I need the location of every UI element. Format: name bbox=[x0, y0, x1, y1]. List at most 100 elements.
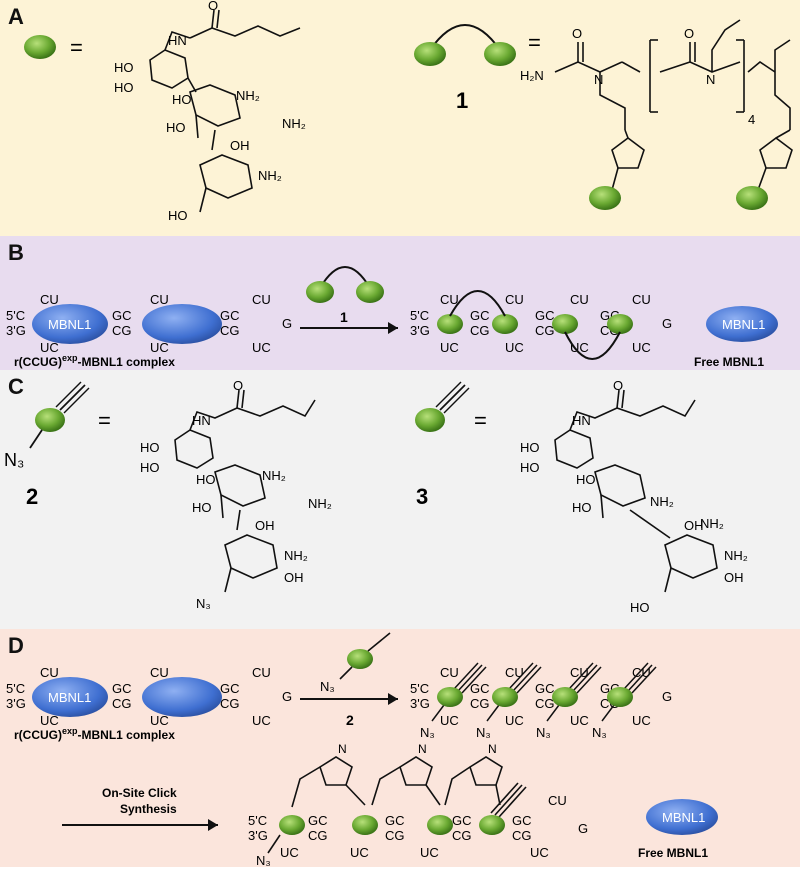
ho-label-4: HO bbox=[166, 120, 186, 135]
pair-bottom-b2: CG bbox=[220, 323, 240, 338]
azide-d5: N₃ bbox=[256, 853, 271, 867]
end-b2: G bbox=[662, 316, 672, 331]
nh2-label-3: NH₂ bbox=[258, 168, 282, 183]
loop-bottom-d2: UC bbox=[150, 713, 169, 728]
three-prime-b2: 3'G bbox=[410, 323, 430, 338]
pair-top-d2: GC bbox=[220, 681, 240, 696]
oh-c2-1: OH bbox=[255, 518, 275, 533]
ho-c3-4: HO bbox=[572, 500, 592, 515]
loop-bottom-b7: UC bbox=[632, 340, 651, 355]
three-prime-d2: 3'G bbox=[410, 696, 430, 711]
loop-top-b5: CU bbox=[505, 292, 524, 307]
ho-c2-3: HO bbox=[196, 472, 216, 487]
bound-ball-b1 bbox=[437, 314, 463, 334]
ligand-ball-c2 bbox=[35, 408, 65, 432]
loop-bottom-d11: UC bbox=[530, 845, 549, 860]
azide-d4: N₃ bbox=[592, 725, 607, 740]
end-b: G bbox=[282, 316, 292, 331]
end-d3: G bbox=[578, 821, 588, 836]
ho-label-1: HO bbox=[114, 60, 134, 75]
panel-a-label: A bbox=[8, 4, 24, 29]
nh2-c2-2: NH₂ bbox=[308, 496, 332, 511]
azide-d-reagent: N₃ bbox=[320, 679, 335, 694]
o-label-3: O bbox=[684, 26, 694, 41]
pair-bottom-b4: CG bbox=[470, 323, 490, 338]
oh-c3-1: OH bbox=[684, 518, 704, 533]
azide-d3: N₃ bbox=[536, 725, 551, 740]
pair-bottom-d1: CG bbox=[112, 696, 132, 711]
o-c3: O bbox=[613, 378, 623, 393]
loop-bottom-b1: UC bbox=[40, 340, 59, 355]
ho-c3-3: HO bbox=[576, 472, 596, 487]
panel-c-drawing: N₃ = 2 HN O HO HO HO NH₂ NH₂ HO OH NH₂ bbox=[4, 378, 748, 615]
loop-top-b3: CU bbox=[252, 292, 271, 307]
pair-top-d5: GC bbox=[535, 681, 555, 696]
oh-label-1: OH bbox=[230, 138, 250, 153]
azide-d2: N₃ bbox=[476, 725, 491, 740]
o-label-2: O bbox=[572, 26, 582, 41]
triazole-linkers-d bbox=[267, 756, 527, 854]
o-label: O bbox=[208, 0, 218, 13]
mbnl1-label-free-d: MBNL1 bbox=[662, 810, 705, 825]
ho-c3-2: HO bbox=[520, 460, 540, 475]
panel-d-label: D bbox=[8, 633, 24, 658]
mbnl1-blob-b1 bbox=[32, 304, 108, 344]
mbnl1-blob-free-b bbox=[706, 306, 778, 342]
hn-c2: HN bbox=[192, 413, 211, 428]
three-prime-d: 3'G bbox=[6, 696, 26, 711]
ho-label-2: HO bbox=[114, 80, 134, 95]
bound-linker-bottom bbox=[564, 331, 621, 360]
bound-ball-d4 bbox=[607, 687, 633, 707]
panel-b-drawing: 5'C 3'G CU UC GC CG CU UC GC CG CU UC G … bbox=[6, 266, 778, 369]
loop-top-b1: CU bbox=[40, 292, 59, 307]
bound-ball-d8 bbox=[479, 815, 505, 835]
loop-bottom-d9: UC bbox=[350, 845, 369, 860]
hn-c3: HN bbox=[572, 413, 591, 428]
loop-bottom-b2: UC bbox=[150, 340, 169, 355]
bound-ball-b4 bbox=[607, 314, 633, 334]
pair-top-d4: GC bbox=[470, 681, 490, 696]
five-prime-d: 5'C bbox=[6, 681, 25, 696]
ho-c2-4: HO bbox=[192, 500, 212, 515]
equals-c3: = bbox=[474, 408, 487, 433]
pair-bottom-d11: CG bbox=[512, 828, 532, 843]
loop-top-d5: CU bbox=[505, 665, 524, 680]
ligand-ball-left bbox=[414, 42, 446, 66]
oh-c2-2: OH bbox=[284, 570, 304, 585]
loop-top-d1: CU bbox=[40, 665, 59, 680]
loop-top-b2: CU bbox=[150, 292, 169, 307]
ligand-ball-3 bbox=[589, 186, 621, 210]
loop-bottom-b4: UC bbox=[440, 340, 459, 355]
nh2-c3-1: NH₂ bbox=[650, 494, 674, 509]
pair-bottom-d2: CG bbox=[220, 696, 240, 711]
pair-bottom-b1: CG bbox=[112, 323, 132, 338]
oh-c3-2: OH bbox=[724, 570, 744, 585]
n3-c2: N₃ bbox=[196, 596, 211, 611]
loop-bottom-d5: UC bbox=[505, 713, 524, 728]
loop-top-d2: CU bbox=[150, 665, 169, 680]
loop-bottom-d8: UC bbox=[280, 845, 299, 860]
pair-top-b5: GC bbox=[535, 308, 555, 323]
end-d2: G bbox=[662, 689, 672, 704]
five-prime-d2: 5'C bbox=[410, 681, 429, 696]
loop-bottom-b5: UC bbox=[505, 340, 524, 355]
bound-ball-b2 bbox=[492, 314, 518, 334]
loop-top-b6: CU bbox=[570, 292, 589, 307]
five-prime-b2: 5'C bbox=[410, 308, 429, 323]
pair-bottom-d8: CG bbox=[308, 828, 328, 843]
nh2-c3-2: NH₂ bbox=[700, 516, 724, 531]
three-prime-d3: 3'G bbox=[248, 828, 268, 843]
nh2-label-1: NH₂ bbox=[236, 88, 260, 103]
compound-1-label-b: 1 bbox=[340, 309, 348, 325]
ho-label-5: HO bbox=[168, 208, 188, 223]
panel-b-label: B bbox=[8, 240, 24, 265]
bound-ball-d5 bbox=[279, 815, 305, 835]
mbnl1-label-d1: MBNL1 bbox=[48, 690, 91, 705]
pair-bottom-b5: CG bbox=[535, 323, 555, 338]
h2n-label: H₂N bbox=[520, 68, 544, 83]
bound-ball-d6 bbox=[352, 815, 378, 835]
pair-bottom-d9: CG bbox=[385, 828, 405, 843]
click-caption-2: Synthesis bbox=[120, 802, 177, 816]
bound-ball-b3 bbox=[552, 314, 578, 334]
loop-bottom-d6: UC bbox=[570, 713, 589, 728]
